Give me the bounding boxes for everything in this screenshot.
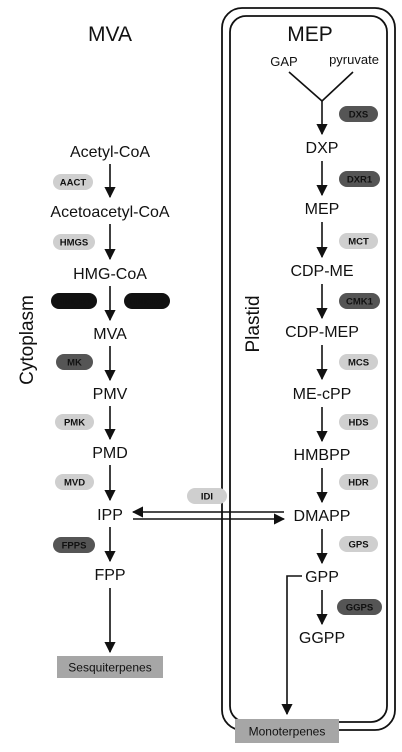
acetoacetyl-coa-node: Acetoacetyl-CoA (50, 204, 169, 221)
enzyme-badge-hmgs: HMGS (53, 234, 95, 250)
enzyme-badge-aact: AACT (53, 174, 93, 190)
svg-text:CMK1: CMK1 (346, 297, 374, 308)
svg-text:Monoterpenes: Monoterpenes (249, 725, 326, 739)
product-box-sesquiterpenes: Sesquiterpenes (57, 656, 163, 678)
me-cpp-node: ME-cPP (293, 386, 352, 403)
svg-text:DXR1: DXR1 (347, 175, 373, 186)
product-box-monoterpenes: Monoterpenes (235, 719, 339, 743)
cytoplasm-label: Cytoplasm (17, 295, 38, 385)
mep-node: MEP (305, 201, 340, 218)
enzyme-badge-pmk: PMK (55, 414, 94, 430)
enzyme-badge-fpps: FPPS (53, 537, 95, 553)
svg-text:MVD: MVD (64, 478, 85, 489)
pmv-node: PMV (93, 386, 128, 403)
gpp-node: GPP (305, 569, 339, 586)
acetyl-coa-node: Acetyl-CoA (70, 144, 150, 161)
svg-text:HMGS: HMGS (60, 238, 89, 249)
ipp-node: IPP (97, 507, 123, 524)
svg-text:HMGR2: HMGR2 (130, 297, 164, 308)
enzyme-badge-mcs: MCS (339, 354, 378, 370)
pyruvate-source: pyruvate (329, 52, 379, 67)
svg-text:MCS: MCS (348, 358, 369, 369)
enzyme-badge-mk: MK (56, 354, 93, 370)
enzyme-badge-idi: IDI (187, 488, 227, 504)
svg-text:MK: MK (67, 358, 82, 369)
mva-node: MVA (93, 326, 127, 343)
mep-header: MEP (287, 23, 333, 46)
plastid-label: Plastid (243, 295, 264, 352)
enzyme-badge-mvd: MVD (55, 474, 94, 490)
svg-text:HMGR1: HMGR1 (57, 297, 92, 308)
svg-text:IDI: IDI (201, 492, 213, 503)
hmbpp-node: HMBPP (294, 447, 351, 464)
svg-text:HDS: HDS (348, 418, 368, 429)
enzyme-badge-hmgr1: HMGR1 (51, 293, 97, 309)
svg-text:PMK: PMK (64, 418, 85, 429)
svg-text:HDR: HDR (348, 478, 369, 489)
svg-text:FPPS: FPPS (62, 541, 87, 552)
svg-text:GPS: GPS (348, 540, 368, 551)
hmg-coa-node: HMG-CoA (73, 266, 147, 283)
dmapp-node: DMAPP (294, 508, 351, 525)
dxp-node: DXP (306, 140, 339, 157)
ggpp-node: GGPP (299, 630, 345, 647)
svg-text:DXS: DXS (349, 110, 369, 121)
svg-text:MCT: MCT (348, 237, 369, 248)
merge-lines-gap-pyruvate (288, 71, 354, 103)
gap-source: GAP (270, 54, 297, 69)
svg-text:AACT: AACT (60, 178, 87, 189)
enzyme-badge-hds: HDS (339, 414, 378, 430)
fpp-node: FPP (94, 567, 125, 584)
cdp-mep-node: CDP-MEP (285, 324, 359, 341)
svg-text:Sesquiterpenes: Sesquiterpenes (68, 661, 151, 675)
enzyme-badge-dxr1: DXR1 (339, 171, 380, 187)
enzyme-badge-mct: MCT (339, 233, 378, 249)
mva-header: MVA (88, 23, 132, 46)
enzyme-badge-cmk1: CMK1 (339, 293, 380, 309)
cdp-me-node: CDP-ME (290, 263, 353, 280)
pmd-node: PMD (92, 445, 128, 462)
enzyme-badge-hdr: HDR (339, 474, 378, 490)
enzyme-badge-gps: GPS (339, 536, 378, 552)
enzyme-badge-ggps: GGPS (337, 599, 382, 615)
enzyme-badge-hmgr2: HMGR2 (124, 293, 170, 309)
svg-text:GGPS: GGPS (346, 603, 373, 614)
enzyme-badge-dxs: DXS (339, 106, 378, 122)
arrow-gpp-to-monoterpenes (281, 575, 302, 716)
